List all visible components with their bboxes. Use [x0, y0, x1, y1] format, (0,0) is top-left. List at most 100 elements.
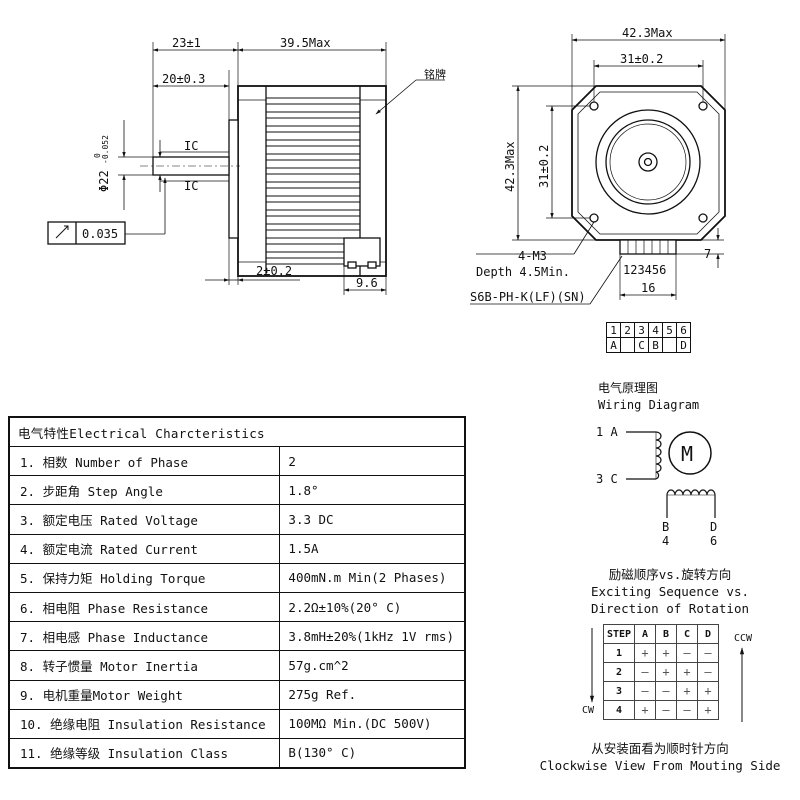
label-mount-depth: Depth 4.5Min. [476, 265, 570, 279]
spec-value: 57g.cm^2 [279, 650, 466, 681]
runout-box [47, 221, 126, 245]
dim-connector-width: 16 [641, 281, 655, 295]
step-sign: + [697, 700, 719, 720]
spec-value: 400mN.m Min(2 Phases) [279, 562, 466, 593]
pin-number: 4 [648, 322, 663, 338]
label-ic-bottom: IC [184, 179, 198, 193]
spec-value: 1.8° [279, 475, 466, 506]
spec-value: 1.5A [279, 533, 466, 564]
dim-connector-height: 7 [704, 247, 711, 261]
spec-value: 100MΩ Min.(DC 500V) [279, 708, 466, 739]
dim-body-length: 39.5Max [280, 36, 331, 50]
dim-shaft-length: 23±1 [172, 36, 201, 50]
step-sign: — [697, 643, 719, 663]
pin-row: 1 2 3 4 5 6 [606, 322, 691, 338]
front-view [470, 34, 726, 305]
label-motor-m: M [681, 442, 693, 466]
front-boss-outer [595, 109, 701, 215]
label-cw: CW [582, 705, 595, 716]
sequence-header: A [634, 624, 656, 644]
sequence-header: C [676, 624, 698, 644]
connector-side [343, 237, 381, 267]
table-row: 2 — + + — [603, 662, 719, 682]
dim-shaft-diameter: Φ22 [97, 170, 111, 192]
step-sign: — [655, 681, 677, 701]
step-sign: — [676, 643, 698, 663]
wiring-title: 电气原理图 Wiring Diagram [598, 380, 699, 414]
pin-phase [662, 337, 677, 353]
dim-width-max: 42.3Max [622, 26, 673, 40]
pin-number: 2 [620, 322, 635, 338]
phase-row: A C B D [606, 337, 691, 353]
label-connector-pins: 123456 [623, 263, 666, 277]
label-ccw: CCW [734, 633, 753, 644]
dim-hole-spacing-v: 31±0.2 [537, 145, 551, 188]
step-sign: + [676, 681, 698, 701]
side-view [47, 42, 445, 295]
dim-shaft-tol-lower: -0.052 [101, 135, 110, 164]
electrical-table: 电气特性Electrical Charcteristics 1. 相数 Numb… [8, 416, 466, 770]
wiring-diagram [626, 431, 716, 518]
step-sign: — [676, 700, 698, 720]
spec-label: 2. 步距角 Step Angle [8, 475, 281, 506]
spec-value: B(130° C) [279, 737, 466, 769]
step-sign: + [697, 681, 719, 701]
step-sign: — [697, 662, 719, 682]
table-row: 1 + + — — [603, 643, 719, 663]
spec-label: 11. 绝缘等级 Insulation Class [8, 737, 281, 769]
pin-map-table: 1 2 3 4 5 6 A C B D [606, 322, 691, 353]
step-sign: + [655, 662, 677, 682]
label-wire-1a: 1 A [596, 425, 618, 439]
connector-front [619, 239, 677, 255]
spec-value: 2 [279, 445, 466, 477]
dim-connector-offset: 9.6 [356, 276, 378, 290]
label-connector-part: S6B-PH-K(LF)(SN) [470, 290, 586, 304]
step-sign: + [634, 643, 656, 663]
sequence-title-en1: Exciting Sequence vs. [590, 584, 750, 599]
dim-height-max: 42.3Max [503, 141, 517, 192]
pin-phase: D [676, 337, 691, 353]
pin-phase [620, 337, 635, 353]
step-sign: + [634, 700, 656, 720]
step-sign: — [634, 662, 656, 682]
sequence-table: STEP A B C D 1 + + — — 2 — + + — 3 — — +… [603, 624, 719, 720]
label-wire-3c: 3 C [596, 472, 618, 486]
step-number: 4 [603, 700, 635, 720]
dim-runout: 0.035 [82, 227, 118, 241]
label-wire-d: D [710, 520, 717, 534]
front-shaft [638, 152, 658, 172]
spec-label: 4. 额定电流 Rated Current [8, 533, 281, 564]
step-number: 2 [603, 662, 635, 682]
label-wire-b: B [662, 520, 669, 534]
spec-label: 8. 转子惯量 Motor Inertia [8, 650, 281, 681]
step-sign: — [655, 700, 677, 720]
spec-label: 7. 相电感 Phase Inductance [8, 621, 281, 652]
step-number: 3 [603, 681, 635, 701]
dim-boss-height: 2±0.2 [256, 264, 292, 278]
spec-label: 10. 绝缘电阻 Insulation Resistance [8, 708, 281, 739]
spec-value: 3.3 DC [279, 504, 466, 535]
pin-number: 3 [634, 322, 649, 338]
pin-number: 5 [662, 322, 677, 338]
label-wire-4: 4 [662, 534, 669, 548]
spec-label: 5. 保持力矩 Holding Torque [8, 562, 281, 593]
sequence-header-row: STEP A B C D [603, 624, 719, 644]
pin-number: 6 [676, 322, 691, 338]
spec-value: 275g Ref. [279, 679, 466, 710]
step-sign: — [634, 681, 656, 701]
dim-hole-spacing-h: 31±0.2 [620, 52, 663, 66]
sequence-header: D [697, 624, 719, 644]
dim-flat-length: 20±0.3 [162, 72, 205, 86]
label-nameplate: 铭牌 [424, 67, 446, 81]
